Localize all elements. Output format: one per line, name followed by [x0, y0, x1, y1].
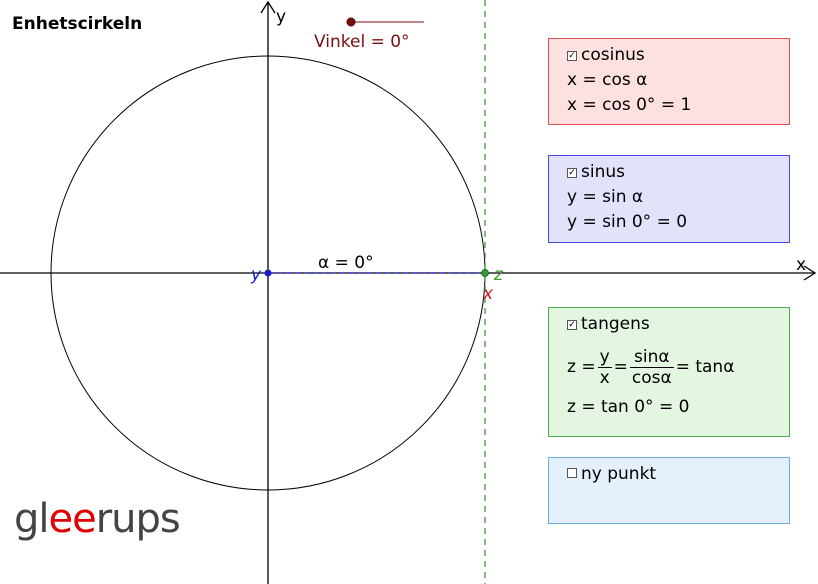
app-title: Enhetscirkeln: [12, 14, 143, 34]
cosinus-title: cosinus: [581, 45, 645, 65]
cosinus-value: x = cos 0° = 1: [567, 95, 692, 115]
cosinus-panel: cosinus x = cos α x = cos 0° = 1: [548, 38, 790, 125]
y-axis-label: y: [276, 7, 286, 27]
sinus-value: y = sin 0° = 0: [567, 212, 688, 232]
fraction-numerator: y: [597, 346, 612, 368]
point-z[interactable]: [481, 269, 489, 277]
sinus-definition: y = sin α: [567, 187, 644, 207]
tangens-panel: tangens z = y x = sinα cosα = tanα z = t…: [548, 307, 790, 437]
logo-part: rups: [95, 496, 181, 542]
logo-part-accent: ee: [48, 496, 97, 542]
gleerups-logo: gleerups: [14, 496, 181, 542]
point-y-label: y: [250, 265, 262, 285]
tangens-formula-lhs: z =: [567, 356, 596, 377]
cosinus-definition: x = cos α: [567, 70, 648, 90]
ny-punkt-checkbox[interactable]: [567, 468, 577, 478]
fraction-sin-over-cos: sinα cosα: [629, 347, 674, 388]
x-axis-arrow: [803, 265, 817, 281]
angle-slider-handle[interactable]: [346, 17, 356, 27]
x-axis-label: x: [796, 255, 806, 275]
tangens-formula-eq: =: [613, 356, 628, 377]
angle-label: α = 0°: [318, 253, 374, 273]
fraction-denominator: cosα: [631, 367, 672, 388]
slider-label: Vinkel = 0°: [314, 32, 410, 52]
point-y[interactable]: [264, 269, 272, 277]
y-axis-arrow: [260, 0, 276, 14]
tangens-title: tangens: [581, 314, 650, 334]
ny-punkt-title: ny punkt: [581, 464, 657, 484]
tangens-checkbox[interactable]: [567, 320, 577, 330]
fraction-denominator: x: [599, 367, 610, 388]
sinus-panel: sinus y = sin α y = sin 0° = 0: [548, 155, 790, 243]
fraction-numerator: sinα: [629, 347, 674, 368]
logo-part: gl: [14, 496, 50, 542]
fraction-y-over-x: y x: [597, 346, 612, 388]
sinus-checkbox[interactable]: [567, 168, 577, 178]
cosinus-checkbox[interactable]: [567, 51, 577, 61]
tangens-formula-rhs: = tanα: [675, 356, 735, 377]
tangens-formula: z = y x = sinα cosα = tanα: [567, 339, 789, 395]
point-x-label: x: [482, 284, 494, 304]
point-z-label: z: [493, 265, 504, 285]
sinus-title: sinus: [581, 162, 625, 182]
ny-punkt-panel: ny punkt: [548, 457, 790, 524]
tangens-value: z = tan 0° = 0: [567, 397, 690, 417]
